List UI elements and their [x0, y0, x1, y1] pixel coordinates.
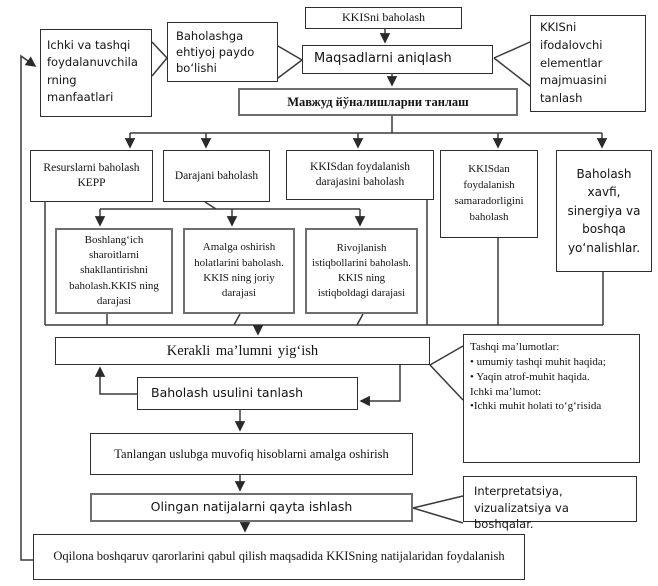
node-rivojlanish-istiqbollari: Rivojlanish istiqbollarini baholash. KKI… [305, 228, 418, 314]
node-interpretatsiya-callout: Interpretatsiya, vizualizatsiya va boshq… [463, 476, 637, 531]
callout-tails [151, 41, 531, 524]
node-kkisni-ifodalovchi: KKISni ifodalovchi elementlar majmuasini… [530, 15, 646, 112]
node-kkisdan-samaradorligini-baholash: KKISdan foydalanish samaradorligini baho… [440, 150, 538, 238]
node-olingan-natijalar: Olingan natijalarni qayta ishlash [90, 493, 413, 522]
node-oqilona-boshqaruv-qarorlari: Oqilona boshqaruv qarorlarini qabul qili… [33, 534, 525, 580]
top-flow-arrows [379, 29, 398, 87]
left-feedback-line [20, 54, 37, 561]
node-baholash-usulini-tanlash: Baholash usulini tanlash [137, 377, 358, 410]
node-kkisni-baholash: KKISni baholash [305, 7, 462, 29]
row3-distributor [94, 201, 366, 227]
node-tanlangan-uslub-hisoblar: Tanlangan uslubga muvofiq hisoblarni ama… [90, 433, 413, 475]
node-baholashga-ehtiyoj: Baholashga ehtiyoj paydo bo‘lishi [167, 22, 278, 82]
node-mavjud-yonalishlarni-tanlash: Мавжуд йўналишларни танлаш [238, 88, 518, 116]
bottom-flow-arrows [234, 410, 251, 533]
row2-distributor [124, 116, 608, 149]
method-feedback-loop [94, 365, 401, 407]
node-boshlangich-sharoitlar: Boshlang‘ich sharoitlarni shakllantirish… [55, 228, 173, 314]
node-darajani-baholash: Darajani baholash [163, 150, 270, 202]
node-kerakli-malumot-yigish: Kerakli ma’lumni yig‘ish [55, 337, 430, 365]
node-ichki-tashqi-manfaatlari: Ichki va tashqi foydalanuvchila rning ma… [40, 29, 152, 117]
node-baholash-xavfi: Baholash xavfi, sinergiya va boshqa yo‘n… [556, 150, 652, 272]
node-amalga-oshirish-holatlari: Amalga oshirish holatlarini baholash. KK… [183, 228, 295, 314]
collector-to-kerakli [44, 200, 604, 336]
node-maqsadlarni-aniqlash: Maqsadlarni aniqlash [302, 45, 493, 74]
node-resurslarni-baholash: Resurslarni baholash KEPP [30, 150, 153, 202]
node-tashqi-malumotlar-callout: Tashqi ma’lumotlar: • umumiy tashqi muhi… [463, 334, 640, 463]
node-kkisdan-darajasini-baholash: KKISdan foydalanish darajasini baholash [286, 150, 434, 200]
